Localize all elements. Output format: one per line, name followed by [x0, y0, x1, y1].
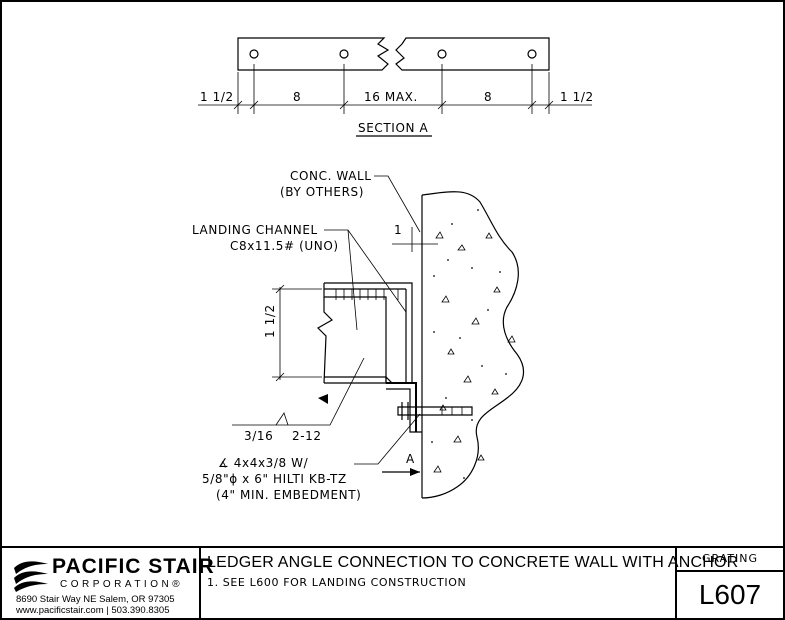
angle-label-line3: (4" MIN. EMBEDMENT) [216, 488, 361, 502]
dim-left-edge: 1 1/2 [200, 90, 234, 104]
channel-label-line1: LANDING CHANNEL [192, 223, 318, 237]
channel-break-line [317, 283, 333, 384]
weld-flag [318, 394, 328, 404]
height-dimension [272, 284, 322, 382]
anchor-threads [441, 407, 463, 415]
detail-drawing: 1 1/2 8 16 MAX. 8 1 1/2 SECTION A [192, 37, 594, 502]
ledger-angle [386, 382, 473, 433]
weld-symbol [275, 412, 289, 426]
angle-leader [354, 413, 421, 465]
landing-channel [317, 282, 413, 384]
bolt-hole [249, 49, 259, 59]
sheet-number: L607 [698, 579, 762, 610]
dim-right-spacing: 8 [484, 90, 492, 104]
channel-label-line2: C8x11.5# (UNO) [230, 239, 339, 253]
company-subtitle: CORPORATION® [60, 579, 184, 590]
weld-size: 3/16 [244, 429, 273, 443]
section-marker-arrow [410, 468, 420, 476]
angle-inner [386, 388, 422, 433]
angle-profile [386, 382, 417, 432]
anchor-shank [397, 406, 473, 416]
drawing-title: LEDGER ANGLE CONNECTION TO CONCRETE WALL… [207, 554, 739, 571]
company-address: 8690 Stair Way NE Salem, OR 97305 [16, 594, 175, 605]
weld-leader [232, 357, 365, 426]
bolt-hole [437, 49, 447, 59]
drawing-note: 1. SEE L600 FOR LANDING CONSTRUCTION [207, 576, 467, 589]
extension-lines [237, 64, 550, 114]
weld-length: 2-12 [292, 429, 322, 443]
dimension-ticks [233, 100, 554, 110]
dim-left-spacing: 8 [293, 90, 301, 104]
section-marker-label: A [406, 452, 415, 466]
dim-right-edge: 1 1/2 [560, 90, 594, 104]
title-block: PACIFIC STAIR CORPORATION® 8690 Stair Wa… [2, 546, 783, 620]
logo-cell: PACIFIC STAIR CORPORATION® 8690 Stair Wa… [2, 548, 214, 620]
bolt-hole [527, 49, 537, 59]
callouts: CONC. WALL (BY OTHERS) LANDING CHANNEL C… [192, 169, 438, 502]
dim-center-spacing: 16 MAX. [364, 90, 418, 104]
section-a-left-bar [237, 37, 390, 71]
wall-label-line2: (BY OTHERS) [280, 185, 364, 199]
grating-bars [335, 289, 399, 300]
section-a-view: 1 1/2 8 16 MAX. 8 1 1/2 SECTION A [198, 37, 594, 137]
anchor-nut [401, 402, 409, 420]
channel-leader-2 [347, 229, 358, 331]
wall-label-line1: CONC. WALL [290, 169, 372, 183]
title-cell: LEDGER ANGLE CONNECTION TO CONCRETE WALL… [201, 548, 738, 620]
channel-inner-line [324, 296, 387, 383]
category-label: GRATING [677, 548, 783, 572]
bolt-hole [339, 49, 349, 59]
section-a-title: SECTION A [358, 121, 428, 135]
category-cell: GRATING L607 [677, 548, 783, 620]
section-a-right-bar [395, 37, 550, 71]
wall-leader [374, 175, 421, 233]
wall-break-line [421, 191, 525, 499]
channel-web [324, 282, 413, 383]
gap-dim-label: 1 [394, 223, 402, 237]
company-logo-icon [14, 561, 48, 592]
company-web-phone: www.pacificstair.com | 503.390.8305 [16, 605, 170, 616]
angle-label-line1: ∡ 4x4x3/8 W/ [218, 456, 309, 470]
company-name: PACIFIC STAIR [52, 555, 215, 578]
anchor-bolt [397, 402, 473, 420]
concrete-wall [421, 191, 525, 499]
angle-label-line2: 5/8"ϕ x 6" HILTI KB-TZ [202, 472, 347, 486]
concrete-dots [431, 209, 507, 479]
gap-dimension [392, 227, 438, 252]
height-dim-label: 1 1/2 [263, 304, 277, 338]
concrete-hatch [433, 231, 516, 473]
